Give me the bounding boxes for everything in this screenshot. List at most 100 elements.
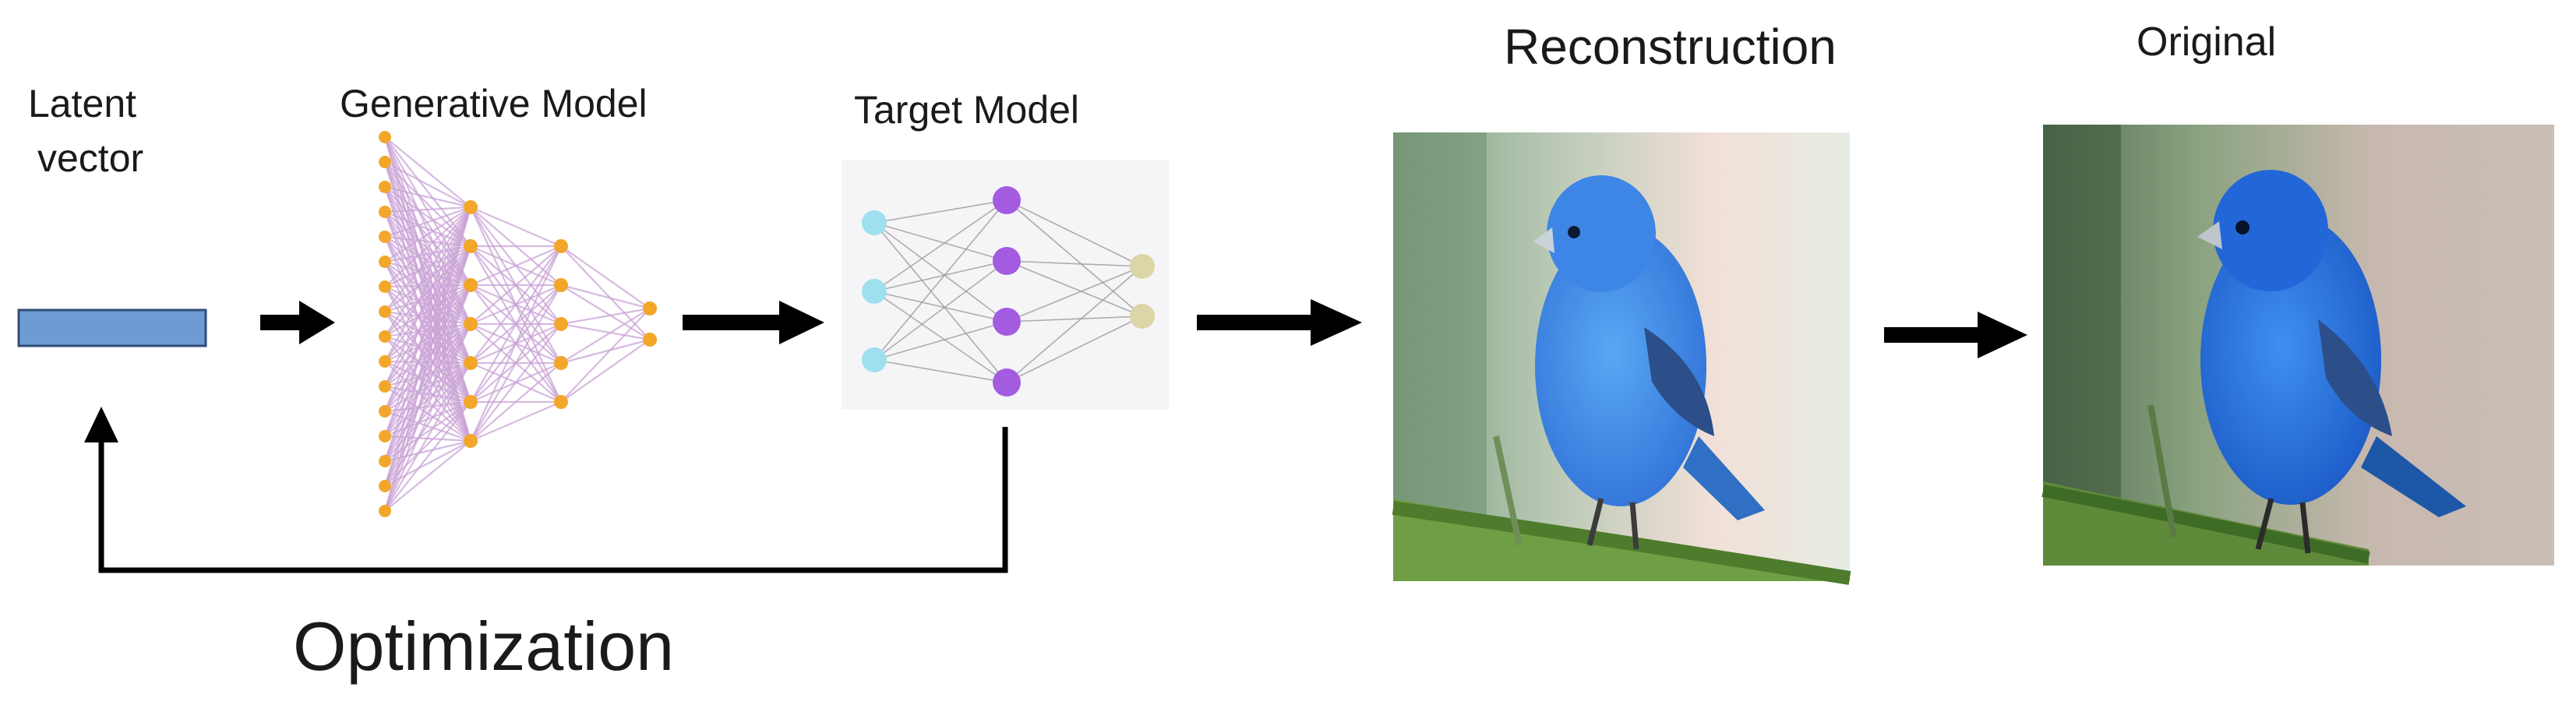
generative-model-edge [560,308,651,364]
generative-model-edge [560,308,651,403]
target-model-edge [873,222,1007,383]
generative-model-edge [383,206,472,512]
target-model-edge [873,359,1007,383]
generative-model-edge [384,245,471,387]
generative-model-node [379,505,391,517]
generative-model-node [464,356,478,370]
target-model-edge [873,260,1007,361]
generative-model-edge [384,361,471,442]
target-model-edge [1006,199,1143,317]
generative-model-edge [383,206,472,437]
target-model-node [993,368,1021,397]
target-model-edge [873,321,1007,361]
target-model-node [862,347,887,372]
generative-model-edge [383,245,472,462]
target-model-edge [1006,260,1143,317]
generative-model-edge [560,284,651,310]
generative-model-edge [560,338,651,365]
generative-model-node [379,256,391,268]
generative-model-node [379,305,391,318]
generative-model-edge [383,245,472,487]
generative-model-edge [384,336,471,403]
generative-model-edge [384,185,471,209]
generative-model-node [379,156,391,168]
generative-model-node [464,395,478,409]
generative-model-node [554,317,568,331]
latent-vector-label-line2: vector [37,136,144,180]
target-model-node [993,186,1021,214]
latent-vector-label-line1: Latent [28,82,137,125]
generative-model-node [554,278,568,292]
target-model-network [862,186,1155,397]
generative-model-edge [383,284,472,487]
generative-model-edge [384,245,471,412]
target-model-edge [873,291,1007,383]
generative-model-edge [384,401,471,512]
generative-model-edge [384,245,471,362]
generative-model-edge [384,206,471,362]
generative-model-edge [384,161,471,208]
generative-model-edge [383,245,472,437]
arrow-latent-to-generative [260,301,335,344]
reconstruction-label: Reconstruction [1504,19,1837,75]
generative-model-node [379,405,391,418]
arrow-target-to-reconstruction [1197,299,1362,346]
generative-model-node [379,206,391,218]
generative-model-node [379,455,391,467]
generative-model-node [379,330,391,343]
generative-model-node [379,231,391,243]
generative-model-node [379,430,391,442]
original-image [2041,125,2554,566]
generative-model-node [379,355,391,368]
generative-model-edge [470,245,562,364]
generative-model-edge [470,323,562,442]
target-model-node [993,308,1021,336]
generative-model-edge [383,206,472,487]
generative-model-edge [384,336,471,442]
generative-model-edge [384,206,471,263]
generative-model-edge [470,245,562,403]
arrow-reconstruction-to-original [1884,312,2027,358]
generative-model-node [643,333,657,347]
generative-model-edge [470,245,562,442]
target-model-edge [873,222,1007,262]
latent-vector-box [17,308,207,347]
generative-model-edge [384,323,471,512]
generative-model-label: Generative Model [340,82,648,125]
target-model-edge [873,199,1007,361]
generative-model-edge [384,245,471,337]
generative-model-node [554,239,568,253]
target-model-edge [873,199,1007,224]
generative-model-edge [383,245,472,512]
generative-model-edge [560,245,651,309]
generative-model-edge [384,136,471,208]
target-model-node [1130,304,1155,329]
generative-model-node [464,317,478,331]
target-model-node [993,247,1021,275]
target-model-edge [873,291,1007,322]
generative-model-node [379,131,391,143]
generative-model-node [464,200,478,214]
generative-model-edge [384,362,471,512]
generative-model-edge [560,339,651,403]
generative-model-edge [384,206,471,213]
reconstruction-image [1392,132,1851,585]
generative-model-node [379,181,391,193]
generative-model-edge [384,206,471,337]
target-model-edge [1006,266,1143,383]
generative-model-edge [470,245,562,325]
generative-model-edge [384,206,471,387]
generative-model-edge [470,284,562,442]
target-model-edge [1006,266,1143,322]
generative-model-node [554,395,568,409]
original-label: Original [2137,19,2277,65]
generative-model-edge [384,206,471,238]
generative-model-edge [383,284,472,512]
generative-model-edge [383,206,472,412]
generative-model-network [379,131,657,517]
generative-model-node [379,280,391,293]
target-model-edge [873,199,1007,292]
target-model-edge [1006,260,1143,267]
